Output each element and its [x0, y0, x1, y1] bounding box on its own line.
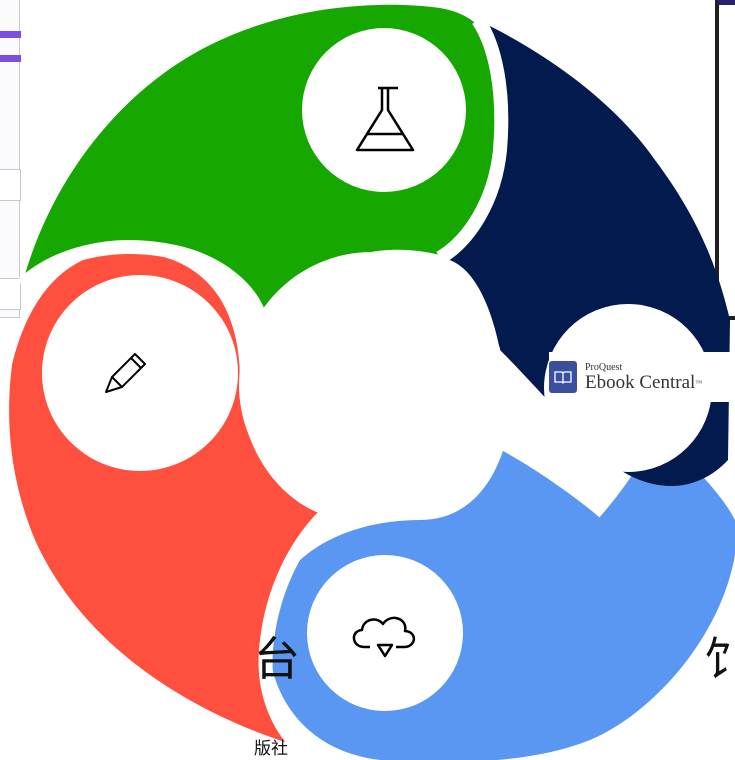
proquest-ebook-central-logo: ProQuest Ebook Central™: [549, 352, 731, 402]
pencil-icon: [105, 353, 146, 393]
flask-icon: [355, 86, 415, 152]
trademark: ™: [695, 378, 703, 387]
purple-bar: [0, 55, 21, 62]
separator: [436, 16, 509, 265]
icon-circle-blue: [307, 555, 463, 711]
book-icon: [549, 361, 577, 393]
separator: [17, 240, 269, 327]
cloud-download-icon: [352, 616, 416, 658]
purple-bar: [0, 31, 21, 38]
logo-brand: ProQuest: [585, 361, 623, 373]
icon-circle-green: [302, 28, 466, 192]
input-field: [0, 169, 21, 201]
logo-product: Ebook Central™: [585, 371, 703, 393]
logo-product-name: Ebook Central: [585, 371, 696, 393]
partial-text-left: 台: [254, 632, 300, 686]
background-window-left: [0, 0, 21, 318]
input-field: [0, 278, 21, 310]
partial-text-small: 版社: [254, 739, 288, 759]
partial-text-right: 饣: [703, 632, 735, 686]
icon-circle-red: [42, 275, 238, 471]
separator: [501, 437, 609, 518]
separator: [258, 510, 331, 753]
center-hub: [239, 252, 505, 518]
